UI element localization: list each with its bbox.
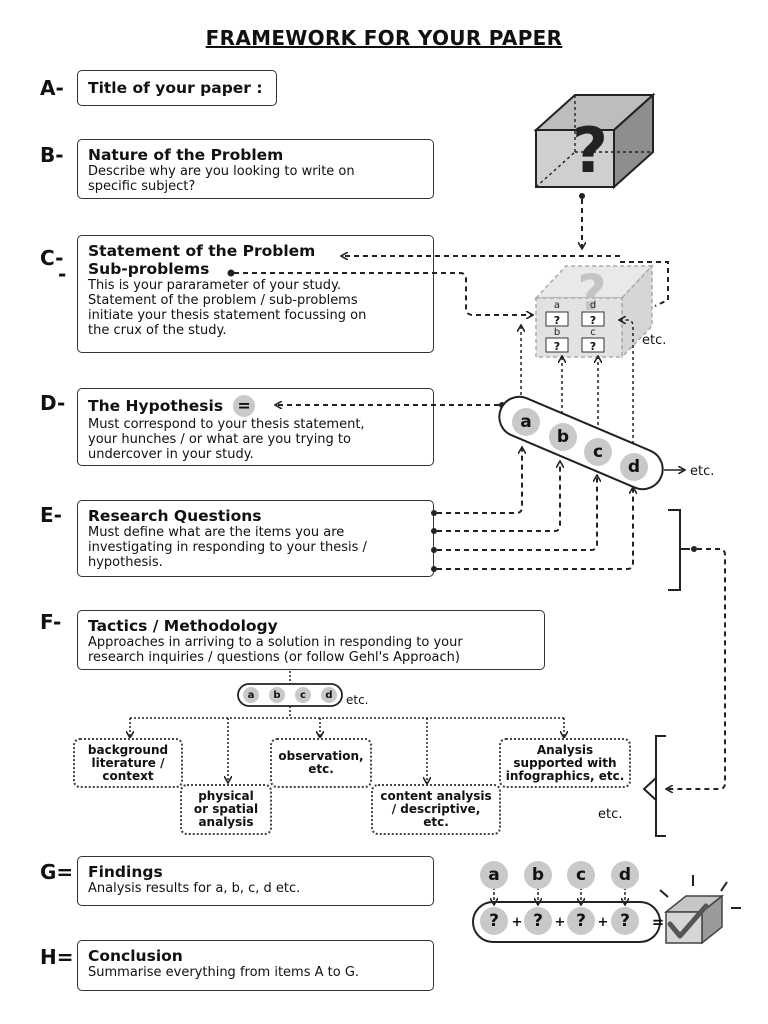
box-g-desc: Analysis results for a, b, c, d etc. <box>88 881 301 896</box>
etc-label-capsule: etc. <box>690 464 714 479</box>
letter-a: A- <box>40 76 64 100</box>
box-d-title: The Hypothesis = <box>88 395 424 417</box>
box-b-title: Nature of the Problem <box>88 146 284 164</box>
hypothesis-item-d: d <box>620 453 648 481</box>
findings-q-d: ? <box>611 907 639 935</box>
svg-text:=: = <box>652 913 665 931</box>
findings-item-c: c <box>567 861 595 889</box>
letter-d: D- <box>40 391 66 415</box>
hypothesis-item-b: b <box>549 423 577 451</box>
method-physical-spatial-analysis: physical or spatial analysis <box>180 784 272 835</box>
svg-text:+: + <box>555 915 566 930</box>
hypothesis-item-a: a <box>512 408 540 436</box>
findings-q-b: ? <box>524 907 552 935</box>
svg-text:+: + <box>598 915 609 930</box>
method-background-literature: background literature / context <box>73 738 183 788</box>
findings-q-a: ? <box>480 907 508 935</box>
svg-text:?: ? <box>572 114 608 187</box>
findings-item-d: d <box>611 861 639 889</box>
letter-h: H= <box>40 945 74 969</box>
sub-problems-cube-icon: ? a d b c ? ? ? ? <box>534 264 654 359</box>
svg-text:d: d <box>590 300 596 311</box>
box-h-desc: Summarise everything from items A to G. <box>88 965 360 980</box>
box-title-of-paper: Title of your paper : <box>77 70 277 106</box>
box-c-desc: This is your pararameter of your study. … <box>88 278 367 338</box>
methodology-item-d: d <box>321 687 337 703</box>
svg-text:?: ? <box>554 340 560 353</box>
box-c-subtitle: Sub-problems <box>88 260 210 278</box>
letter-c-dash: - <box>58 262 67 286</box>
box-methodology: Tactics / Methodology Approaches in arri… <box>77 610 545 670</box>
box-statement-of-problem: Statement of the Problem Sub-problems Th… <box>77 235 434 353</box>
svg-text:c: c <box>590 327 596 338</box>
box-e-desc: Must define what are the items you are i… <box>88 525 367 570</box>
letter-b: B- <box>40 143 64 167</box>
letter-g: G= <box>40 860 74 884</box>
box-a-title: Title of your paper : <box>88 79 263 97</box>
question-cube-icon: ? <box>533 92 656 190</box>
svg-text:+: + <box>512 915 523 930</box>
letter-f: F- <box>40 610 62 634</box>
method-infographics-analysis: Analysis supported with infographics, et… <box>499 738 631 788</box>
findings-item-a: a <box>480 861 508 889</box>
checkmark-cube-icon <box>659 875 741 945</box>
page-title: FRAMEWORK FOR YOUR PAPER <box>205 26 563 50</box>
etc-label-cube: etc. <box>642 333 666 348</box>
box-research-questions: Research Questions Must define what are … <box>77 500 434 577</box>
letter-e: E- <box>40 503 62 527</box>
etc-label-methods: etc. <box>598 807 622 822</box>
methodology-item-b: b <box>269 687 285 703</box>
box-d-desc: Must correspond to your thesis statement… <box>88 417 365 462</box>
method-observation: observation, etc. <box>270 738 372 788</box>
box-e-title: Research Questions <box>88 507 262 525</box>
method-content-analysis: content analysis / descriptive, etc. <box>371 784 501 835</box>
box-h-title: Conclusion <box>88 947 183 965</box>
box-f-desc: Approaches in arriving to a solution in … <box>88 635 463 665</box>
letter-c: C- <box>40 246 64 270</box>
hypothesis-capsule <box>498 395 664 491</box>
box-hypothesis: The Hypothesis = Must correspond to your… <box>77 388 434 466</box>
hypothesis-item-c: c <box>584 438 612 466</box>
methodology-item-c: c <box>295 687 311 703</box>
svg-text:?: ? <box>554 314 560 327</box>
findings-item-b: b <box>524 861 552 889</box>
svg-text:b: b <box>554 327 560 338</box>
box-g-title: Findings <box>88 863 163 881</box>
equals-badge-icon: = <box>233 395 256 417</box>
box-b-desc: Describe why are you looking to write on… <box>88 164 355 194</box>
svg-text:?: ? <box>590 340 596 353</box>
methodology-item-a: a <box>243 687 259 703</box>
box-findings: Findings Analysis results for a, b, c, d… <box>77 856 434 906</box>
box-conclusion: Conclusion Summarise everything from ite… <box>77 940 434 991</box>
findings-q-c: ? <box>567 907 595 935</box>
box-c-title: Statement of the Problem <box>88 242 316 260</box>
box-d-title-text: The Hypothesis <box>88 397 224 415</box>
svg-text:a: a <box>554 300 560 311</box>
etc-label-methodology: etc. <box>346 693 369 707</box>
box-nature-of-problem: Nature of the Problem Describe why are y… <box>77 139 434 199</box>
svg-text:?: ? <box>590 314 596 327</box>
box-f-title: Tactics / Methodology <box>88 617 278 635</box>
